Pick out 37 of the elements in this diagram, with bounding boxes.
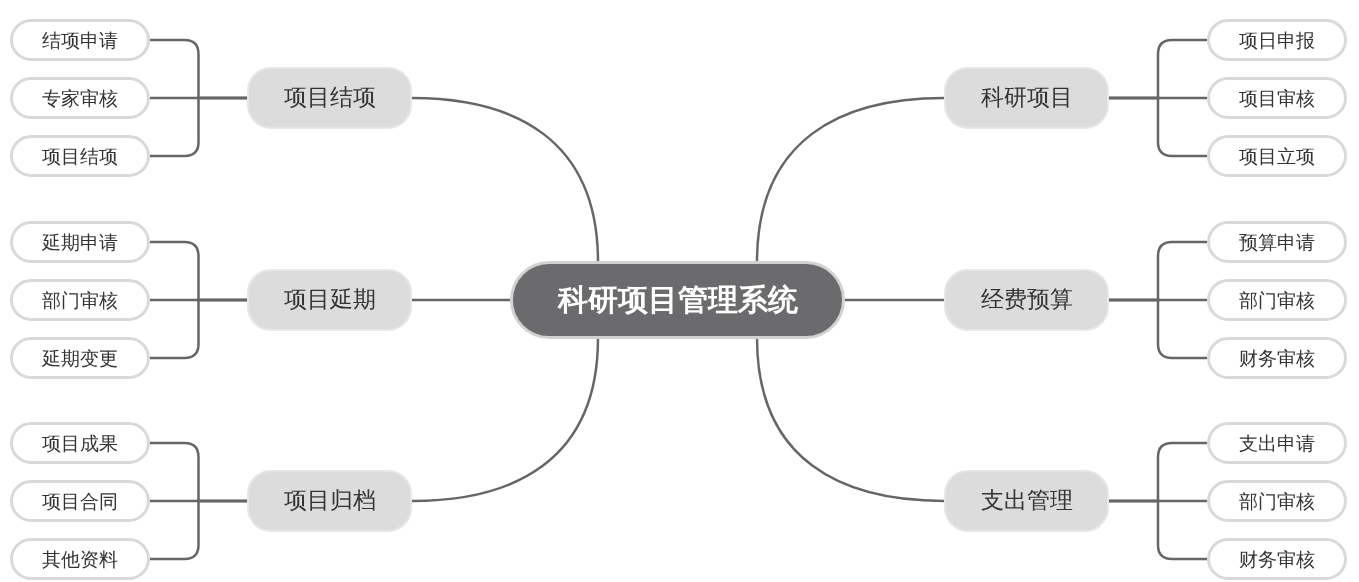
subtopic-node: 其他资料 bbox=[10, 538, 150, 580]
subtopic-node: 项日申报 bbox=[1207, 19, 1347, 61]
subtopic-node: 延期申请 bbox=[10, 221, 150, 263]
connector-line bbox=[150, 298, 247, 360]
connector-line bbox=[1109, 298, 1207, 360]
subtopic-node: 支出申请 bbox=[1207, 422, 1347, 464]
subtopic-node: 财务审核 bbox=[1207, 337, 1347, 379]
subtopic-node: 部门审核 bbox=[10, 279, 150, 321]
subtopic-node: 延期变更 bbox=[10, 337, 150, 379]
connector-line bbox=[755, 337, 945, 503]
subtopic-node: 部门审核 bbox=[1207, 480, 1347, 522]
subtopic-node: 专家审核 bbox=[10, 77, 150, 119]
subtopic-node: 财务审核 bbox=[1207, 538, 1347, 580]
connector-line bbox=[845, 298, 944, 302]
subtopic-node: 部门审核 bbox=[1207, 279, 1347, 321]
subtopic-node: 项目结项 bbox=[10, 135, 150, 177]
connector-line bbox=[150, 499, 247, 561]
subtopic-node: 项目审核 bbox=[1207, 77, 1347, 119]
connector-line bbox=[411, 337, 600, 503]
connector-line bbox=[1109, 499, 1207, 561]
topic-node: 经费预算 bbox=[944, 269, 1109, 331]
subtopic-node: 项目立项 bbox=[1207, 135, 1347, 177]
connector-line bbox=[412, 298, 510, 302]
topic-node: 项目结项 bbox=[247, 67, 412, 129]
subtopic-node: 项目合同 bbox=[10, 480, 150, 522]
topic-node: 项目归档 bbox=[247, 470, 412, 532]
topic-node: 科研项目 bbox=[944, 67, 1109, 129]
subtopic-node: 预算申请 bbox=[1207, 221, 1347, 263]
connector-line bbox=[1109, 96, 1207, 158]
connector-line bbox=[411, 96, 600, 263]
connector-line bbox=[150, 96, 247, 158]
central-topic-node: 科研项目管理系统 bbox=[510, 261, 845, 339]
subtopic-node: 结项申请 bbox=[10, 19, 150, 61]
topic-node: 支出管理 bbox=[944, 470, 1109, 532]
topic-node: 项目延期 bbox=[247, 269, 412, 331]
connector-line bbox=[755, 96, 945, 263]
subtopic-node: 项目成果 bbox=[10, 422, 150, 464]
